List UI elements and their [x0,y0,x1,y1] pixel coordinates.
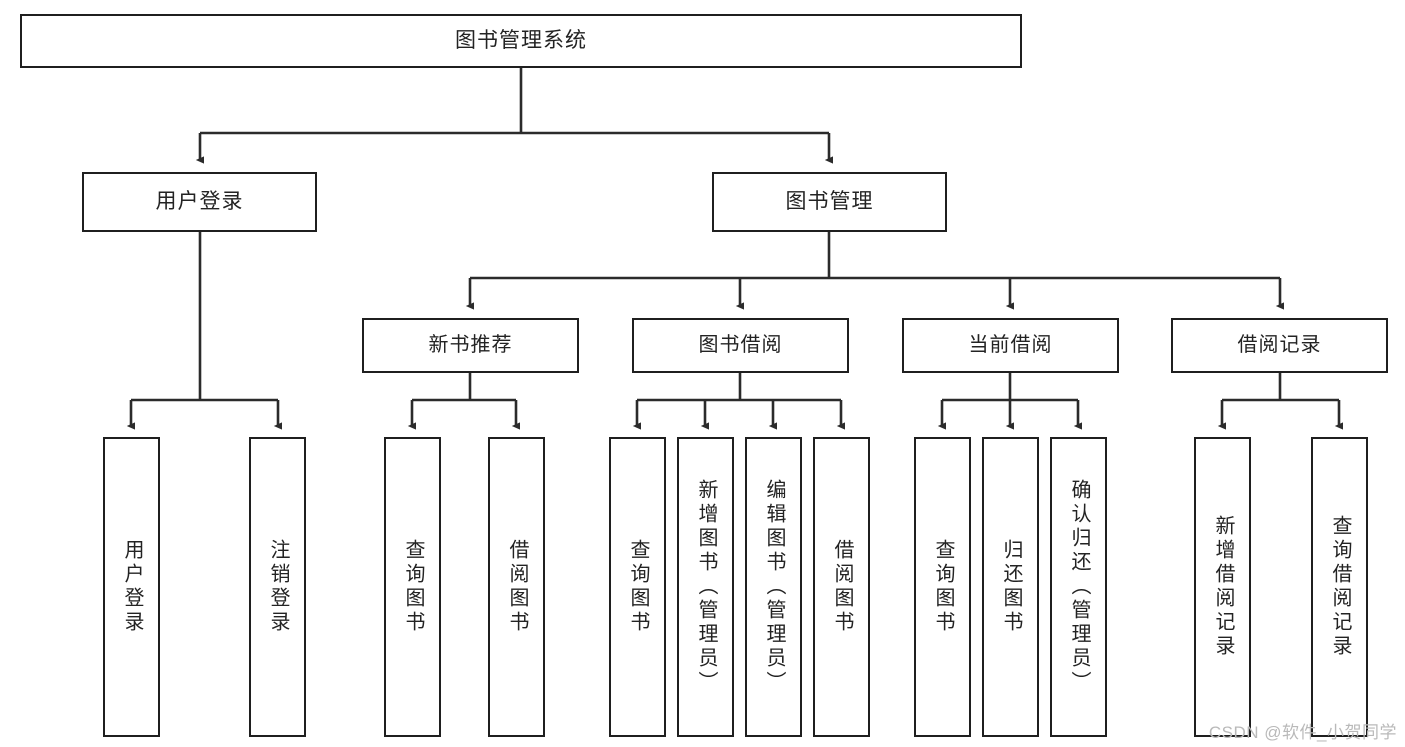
node-borrow-record[interactable]: 借阅记录 [1171,318,1388,373]
node-label: 查询图书 [402,539,424,635]
node-label: 编辑图书（管理员） [763,479,785,695]
leaf-add-book-admin[interactable]: 新增图书（管理员） [677,437,734,737]
node-label: 用户登录 [155,189,244,213]
leaf-return-book[interactable]: 归还图书 [982,437,1039,737]
node-label: 查询图书 [627,539,649,635]
node-label: 新增图书（管理员） [695,479,717,695]
node-book-management[interactable]: 图书管理 [712,172,947,232]
leaf-add-borrow-record[interactable]: 新增借阅记录 [1194,437,1251,737]
leaf-borrow-book[interactable]: 借阅图书 [813,437,870,737]
leaf-borrow-book-recommend[interactable]: 借阅图书 [488,437,545,737]
node-label: 借阅图书 [831,539,853,635]
node-label: 当前借阅 [968,334,1053,356]
node-label: 借阅记录 [1237,334,1322,356]
node-label: 注销登录 [267,539,289,635]
leaf-logout[interactable]: 注销登录 [249,437,306,737]
node-label: 查询借阅记录 [1329,515,1351,659]
leaf-edit-book-admin[interactable]: 编辑图书（管理员） [745,437,802,737]
node-label: 借阅图书 [506,539,528,635]
node-label: 新书推荐 [428,334,513,356]
node-root-system[interactable]: 图书管理系统 [20,14,1022,68]
node-label: 归还图书 [1000,539,1022,635]
node-label: 确认归还（管理员） [1068,479,1090,695]
node-label: 用户登录 [121,539,143,635]
node-book-borrow[interactable]: 图书借阅 [632,318,849,373]
leaf-confirm-return-admin[interactable]: 确认归还（管理员） [1050,437,1107,737]
leaf-query-book-recommend[interactable]: 查询图书 [384,437,441,737]
leaf-query-book-current[interactable]: 查询图书 [914,437,971,737]
node-label: 图书管理 [785,189,874,213]
leaf-user-login[interactable]: 用户登录 [103,437,160,737]
node-label: 图书管理系统 [455,28,587,52]
leaf-query-book-borrow[interactable]: 查询图书 [609,437,666,737]
leaf-query-borrow-record[interactable]: 查询借阅记录 [1311,437,1368,737]
node-label: 图书借阅 [698,334,783,356]
watermark: CSDN @软件_小贺同学 [1208,723,1397,742]
node-new-book-recommend[interactable]: 新书推荐 [362,318,579,373]
node-current-borrow[interactable]: 当前借阅 [902,318,1119,373]
node-user-login[interactable]: 用户登录 [82,172,317,232]
node-label: 新增借阅记录 [1212,515,1234,659]
node-label: 查询图书 [932,539,954,635]
